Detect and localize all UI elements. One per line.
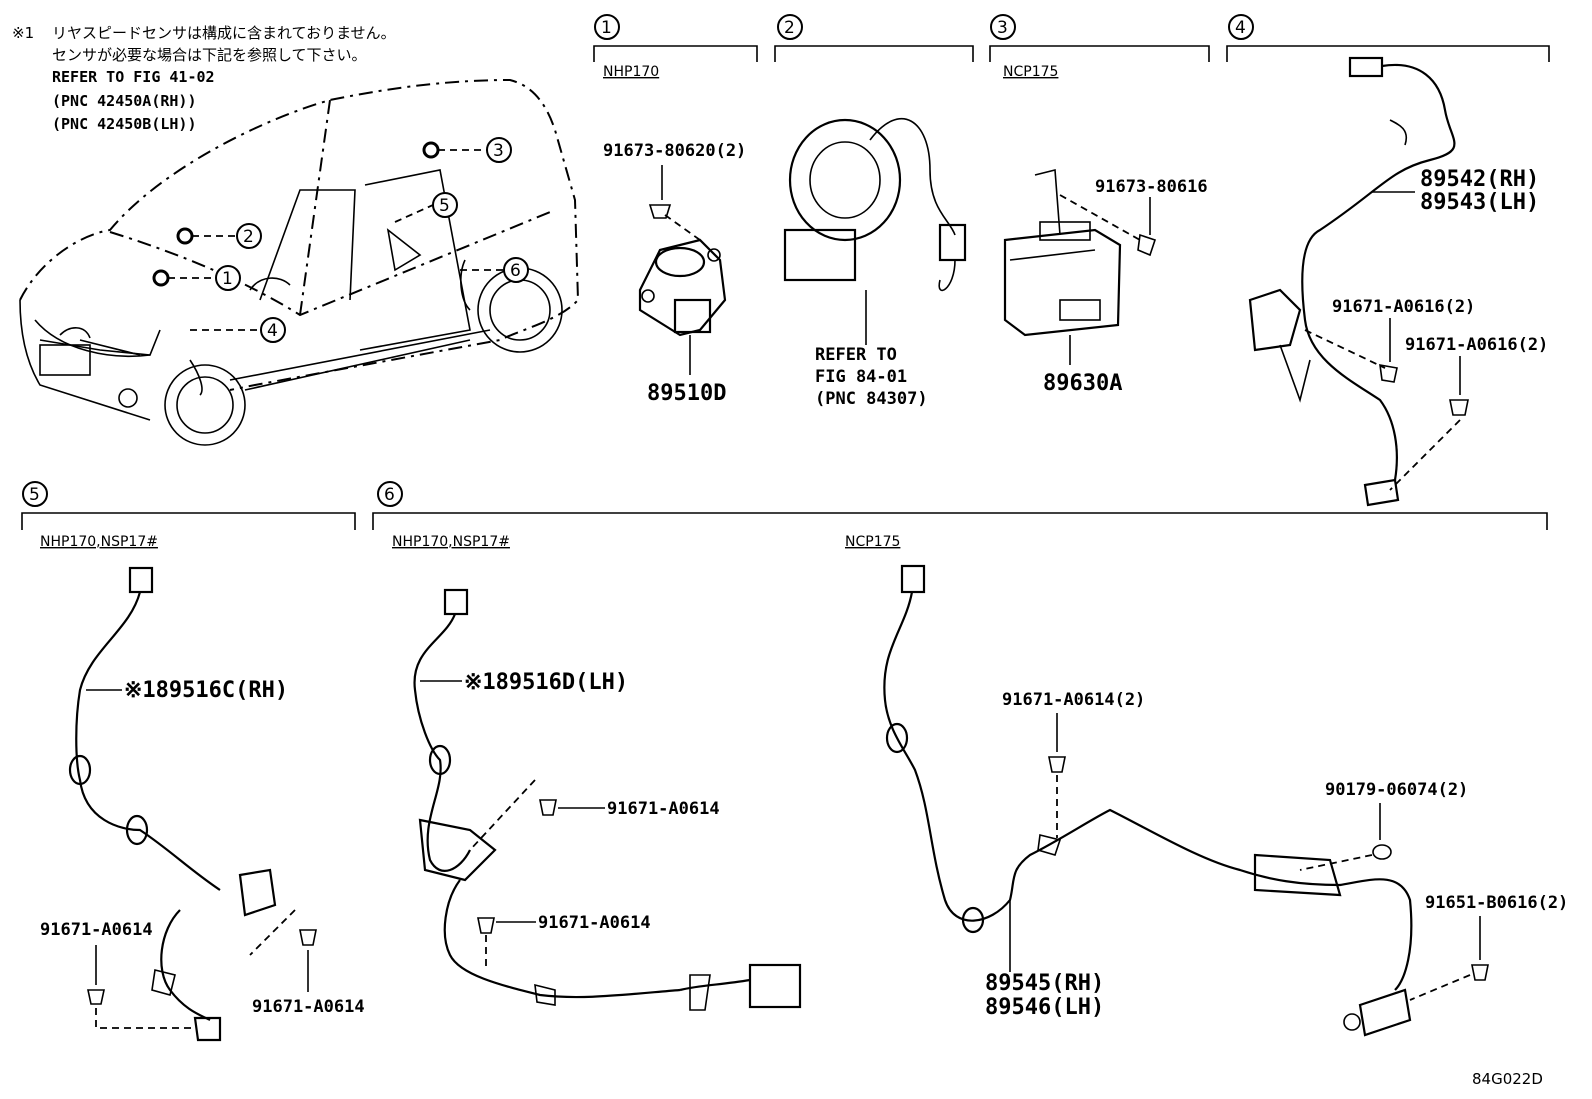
pedal-sensor-drawing xyxy=(638,238,727,337)
note-line-1: リヤスピードセンサは構成に含まれておりません。 xyxy=(52,24,396,42)
note-line-4: (PNC 42450A(RH)) xyxy=(52,92,197,110)
bolt-icon xyxy=(1137,233,1157,257)
bolt-icon xyxy=(648,204,672,219)
section-6-part-rh: 89545(RH) xyxy=(985,971,1104,996)
section-4-bolt-b: 91671-A0616(2) xyxy=(1405,335,1548,355)
section-6: 6 NHP170,NSP17# NCP175 ※189516D(LH) 9167… xyxy=(372,481,1568,1037)
note-line-5: (PNC 42450B(LH)) xyxy=(52,115,197,133)
section-6-bolt-d: 91651-B0616(2) xyxy=(1425,893,1568,913)
section-4-index: 4 xyxy=(1235,18,1246,38)
section-5: 5 NHP170,NSP17# ※189516C(RH) 91671-A0614… xyxy=(21,481,365,1042)
section-6-part-label: ※189516D(LH) xyxy=(464,670,628,695)
section-6-bolt-c: 91671-A0614(2) xyxy=(1002,690,1145,710)
bolt-icon xyxy=(539,799,557,816)
overview-callout-4: 4 xyxy=(260,317,286,343)
bolt-icon xyxy=(477,917,495,934)
svg-text:2: 2 xyxy=(243,227,254,247)
note-block: ※1 リヤスピードセンサは構成に含まれておりません。 センサが必要な場合は下記を… xyxy=(12,24,396,133)
section-6-bolt-a: 91671-A0614 xyxy=(607,799,720,819)
computer-module-drawing xyxy=(1003,168,1122,337)
section-6-part-lh: 89546(LH) xyxy=(985,995,1104,1020)
section-5-bolt-b: 91671-A0614 xyxy=(252,997,365,1017)
section-1: 1 NHP170 91673-80620(2) 89510D xyxy=(593,14,758,406)
note-line-2: センサが必要な場合は下記を参照して下さい。 xyxy=(52,46,367,64)
section-2-refer-3: (PNC 84307) xyxy=(815,389,928,409)
svg-text:6: 6 xyxy=(510,261,521,281)
section-3-model: NCP175 xyxy=(1003,64,1058,80)
bolt-icon xyxy=(1449,399,1469,416)
bolt-icon xyxy=(1048,756,1066,773)
overview-callout-5: 5 xyxy=(432,192,458,218)
section-4-part-lh: 89543(LH) xyxy=(1420,190,1539,215)
section-6-index: 6 xyxy=(384,485,395,505)
section-4-bolt-a: 91671-A0616(2) xyxy=(1332,297,1475,317)
section-1-bolt-label: 91673-80620(2) xyxy=(603,141,746,161)
note-mark: ※1 xyxy=(12,24,34,42)
section-3-part-label: 89630A xyxy=(1043,371,1122,396)
section-6-nut: 90179-06074(2) xyxy=(1325,780,1468,800)
overview-callout-2: 2 xyxy=(236,223,262,249)
note-line-3: REFER TO FIG 41-02 xyxy=(52,68,215,86)
overview-callout-3: 3 xyxy=(486,137,512,163)
bolt-icon xyxy=(87,989,105,1005)
section-4-part-rh: 89542(RH) xyxy=(1420,167,1539,192)
section-6-bolt-b: 91671-A0614 xyxy=(538,913,651,933)
section-3-index: 3 xyxy=(997,18,1008,38)
section-6-model-b: NCP175 xyxy=(845,534,900,550)
vehicle-overview-illustration: 1 2 3 4 5 6 xyxy=(19,78,580,446)
bolt-icon xyxy=(1379,364,1398,383)
figure-code: 84G022D xyxy=(1472,1070,1543,1088)
section-6-model-a: NHP170,NSP17# xyxy=(392,534,510,550)
svg-text:4: 4 xyxy=(267,321,278,341)
overview-callout-1: 1 xyxy=(215,265,241,291)
section-1-part-label: 89510D xyxy=(647,381,726,406)
rear-speed-sensor-rh-drawing xyxy=(68,566,277,1042)
section-1-index-circle xyxy=(594,14,620,40)
section-5-bolt-a: 91671-A0614 xyxy=(40,920,153,940)
section-1-index: 1 xyxy=(601,18,612,38)
bolt-icon xyxy=(299,929,317,946)
section-5-model: NHP170,NSP17# xyxy=(40,534,158,550)
section-2-index: 2 xyxy=(784,18,795,38)
overview-callout-6: 6 xyxy=(503,257,529,283)
section-3-bolt-label: 91673-80616 xyxy=(1095,177,1208,197)
spiral-cable-drawing xyxy=(783,118,967,292)
section-2-refer-2: FIG 84-01 xyxy=(815,367,907,387)
section-4: 4 89542(RH) 89543(LH) 91671-A0616(2) 916… xyxy=(1226,14,1550,507)
bolt-icon xyxy=(1471,964,1489,981)
section-3: 3 NCP175 91673-80616 89630A xyxy=(989,14,1210,396)
svg-text:3: 3 xyxy=(493,141,504,161)
section-5-part-label: ※189516C(RH) xyxy=(124,678,288,703)
section-1-model: NHP170 xyxy=(603,64,659,80)
section-2: 2 REFER TO FIG 84-01 (PNC 84307) xyxy=(774,14,974,409)
rear-speed-sensor-ncp175-drawing xyxy=(883,564,1413,1037)
svg-text:1: 1 xyxy=(222,269,233,289)
rear-speed-sensor-lh-drawing xyxy=(413,588,802,1011)
section-2-refer-1: REFER TO xyxy=(815,345,897,365)
svg-text:5: 5 xyxy=(439,196,450,216)
front-speed-sensor-drawing xyxy=(1248,56,1456,507)
nut-icon xyxy=(1372,844,1392,860)
section-5-index: 5 xyxy=(29,485,40,505)
